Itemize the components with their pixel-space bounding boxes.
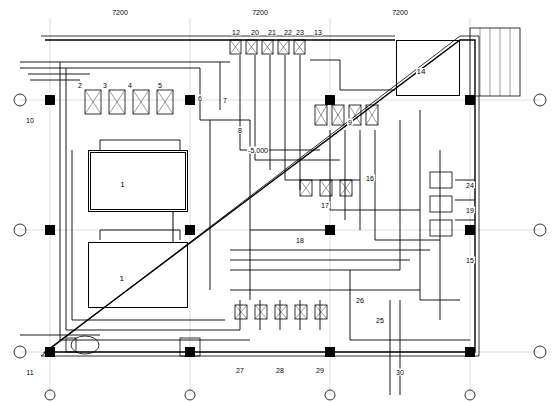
callout-number: 10 xyxy=(25,117,35,124)
callout-number: 13 xyxy=(313,29,323,36)
dimension-text: 7200 xyxy=(111,9,129,16)
callout-number: 12 xyxy=(231,29,241,36)
callout-number: 29 xyxy=(315,367,325,374)
callout-number: 14 xyxy=(416,68,427,76)
callout-number: 1 xyxy=(118,275,124,283)
callout-number: 28 xyxy=(275,367,285,374)
callout-number: 15 xyxy=(465,257,475,264)
walls xyxy=(41,28,520,356)
callout-number: 18 xyxy=(295,237,305,244)
callout-number: 26 xyxy=(355,297,365,304)
dimension-text: -5.000 xyxy=(247,147,269,154)
callout-number: 21 xyxy=(267,29,277,36)
room-box: 14 xyxy=(396,40,460,96)
callout-number: 20 xyxy=(250,29,260,36)
callout-number: 6 xyxy=(197,95,203,102)
water-tank: 1 xyxy=(88,150,188,212)
callout-number: 19 xyxy=(465,207,475,214)
water-tank: 1 xyxy=(88,242,188,308)
dimension-text: 7200 xyxy=(251,9,269,16)
callout-number: 3 xyxy=(102,82,108,89)
callout-number: 5 xyxy=(157,82,163,89)
callout-number: 2 xyxy=(77,82,83,89)
callout-number: 24 xyxy=(465,182,475,189)
callout-number: 4 xyxy=(127,82,133,89)
tank-pump xyxy=(66,336,99,354)
callout-number: 25 xyxy=(375,317,385,324)
grid-bubbles xyxy=(14,94,546,400)
callout-number: 23 xyxy=(295,29,305,36)
dimension-text: 7200 xyxy=(391,9,409,16)
callout-number: 30 xyxy=(395,369,405,376)
callout-number: 8 xyxy=(237,127,243,134)
pipes xyxy=(20,55,475,395)
callout-number: 11 xyxy=(25,369,34,376)
callout-number: 17 xyxy=(320,202,330,209)
callout-number: 1 xyxy=(119,181,125,189)
callout-number: 27 xyxy=(235,367,245,374)
columns xyxy=(45,95,475,357)
callout-number: 7 xyxy=(222,97,228,104)
grid-lines xyxy=(20,18,540,395)
callout-number: 22 xyxy=(283,29,293,36)
callout-number: 16 xyxy=(365,175,375,182)
pipe-connector xyxy=(173,212,174,242)
callout-number: 9 xyxy=(347,119,353,126)
